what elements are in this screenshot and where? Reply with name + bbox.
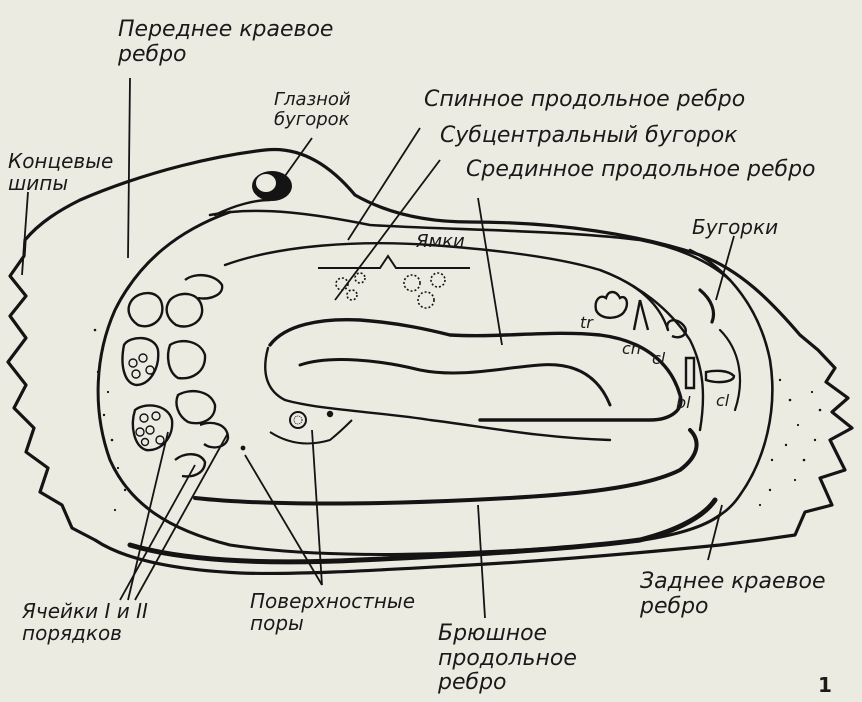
terminal-spines-line-1: Концевые [8, 150, 113, 172]
rear-margin-rib-label: Заднее краевое ребро [640, 570, 825, 619]
rear-margin-rib-line-1: Заднее краевое [640, 570, 825, 595]
terminal-spines-label: Концевые шипы [8, 150, 113, 195]
surface-pores-line-1: Поверхностные [250, 590, 415, 612]
median-rib-label: Срединное продольное ребро [466, 158, 816, 183]
mark-cn: cn [622, 340, 641, 358]
surface-pores-label: Поверхностные поры [250, 590, 415, 635]
pits-bracket [318, 256, 470, 268]
cells-line-2: порядков [22, 622, 148, 644]
dorsal-rib-label: Спинное продольное ребро [424, 88, 745, 113]
surface-pores [241, 411, 352, 451]
median-rib-inner [300, 360, 610, 405]
eye-tubercle-line-1: Глазной [274, 90, 351, 110]
eye-tubercle-label: Глазной бугорок [274, 90, 351, 130]
mark-tr: tr [580, 314, 593, 332]
pits-label: Ямки [416, 232, 465, 252]
ventral-rib-line-1: Брюшное [438, 622, 577, 647]
ventral-rib-line-3: ребро [438, 671, 577, 696]
front-margin-rib-label: Переднее краевое ребро [118, 18, 333, 67]
mark-bl: bl [676, 394, 691, 412]
median-rib-line [270, 320, 681, 420]
figure-number: 1 [818, 674, 832, 696]
front-margin-rib-line-1: Переднее краевое [118, 18, 333, 43]
cells-label: Ячейки I и II порядков [22, 600, 148, 645]
reticulation-cells [123, 275, 229, 476]
ventral-rib-line-2: продольное [438, 647, 577, 672]
ventral-rib-inner [195, 430, 697, 504]
ventral-rib-label: Брюшное продольное ребро [438, 622, 577, 696]
surface-pores-line-2: поры [250, 612, 415, 634]
stippling [94, 329, 822, 511]
mark-cl-2: cl [716, 392, 729, 410]
posterior-tubercle-stroke [700, 290, 714, 322]
tubercles-label: Бугорки [692, 216, 778, 238]
terminal-spines-line-2: шипы [8, 172, 113, 194]
subcentral-tubercle-label: Субцентральный бугорок [440, 124, 738, 149]
cells-line-1: Ячейки I и II [22, 600, 148, 622]
rear-margin-rib-line-2: ребро [640, 595, 825, 620]
eye-tubercle-line-2: бугорок [274, 110, 351, 130]
mark-cl-1: cl [652, 350, 665, 368]
front-margin-rib-line-2: ребро [118, 43, 333, 68]
